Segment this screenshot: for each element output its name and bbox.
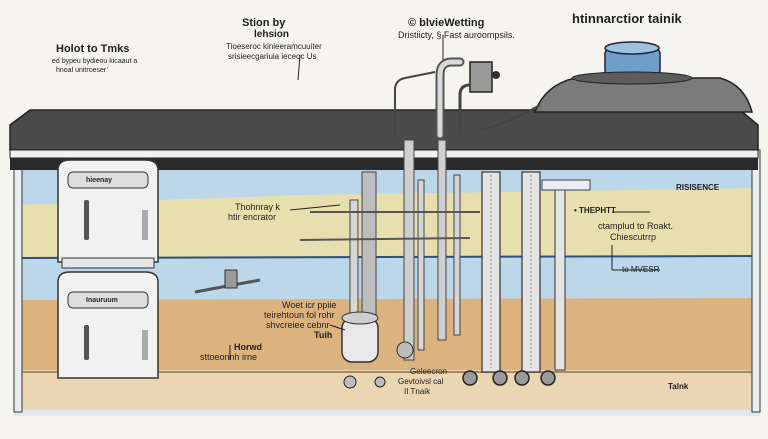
mid-left-label1: Thohnray k [235, 202, 281, 212]
connector-middle [299, 237, 471, 241]
pump-cap [341, 311, 379, 325]
floor-base [14, 410, 760, 416]
heater-bottom-label: Inauruum [86, 297, 118, 304]
risisence-label: RISISENCE [676, 183, 720, 192]
center-top-title2: lehsion [254, 29, 290, 40]
tank-dome [533, 77, 753, 113]
sand-layer [14, 188, 760, 262]
bottom-center-label2: Gevtoivsl cal [398, 377, 444, 386]
filter-cartridge [469, 61, 493, 93]
filter-knob [492, 71, 500, 79]
bottom-left-label1: Horwd [234, 342, 262, 352]
drain-valve-3 [514, 370, 530, 386]
leader-lines [229, 35, 660, 360]
right-mid-sub1: ctamplud to Roakt. [598, 221, 674, 231]
center-mid-label2: teirehtoun fol rohr [264, 310, 335, 320]
drain-valve-1 [462, 370, 478, 386]
bottom-left-label2: sttoeonnh irne [200, 352, 258, 362]
left-wall [13, 149, 23, 413]
right-top-title2: Dristiicty, § Fast auroompsils. [398, 30, 515, 40]
pump-fitting [343, 375, 357, 389]
right-mid-head: • THEPHTT [574, 206, 616, 215]
bottom-center-label3: II Tnaik [404, 387, 431, 396]
center-top-title1: Stion by [242, 17, 286, 29]
top-left-sub2: hnoal unitroeser’ [56, 67, 109, 74]
drain-valve-2 [492, 370, 508, 386]
bottom-center-label1: Geleecron [410, 367, 447, 376]
countertop-underside [10, 158, 758, 170]
bottom-right-label: Talnk [668, 382, 689, 391]
tank-rim [571, 71, 693, 85]
left-valve [224, 269, 238, 289]
right-top-title1: © blvieWetting [408, 17, 485, 29]
shutoff-bracket [541, 179, 591, 191]
center-top-sub1: Tioeseroc kinieeramcuuiter [226, 42, 322, 51]
water-heater-lower [57, 271, 159, 379]
mid-left-label2: htir encrator [228, 212, 277, 222]
center-mid-label3: shvcreiee cebnr [266, 320, 330, 330]
tank-title: htinnarctior tainik [572, 11, 682, 26]
top-left-title: Holot to Tmks [56, 43, 130, 55]
faucet-spout-highlight [437, 59, 463, 138]
top-left-sub1: ed bypeu bydieou kicaaut a [52, 58, 138, 65]
feed-line [394, 71, 436, 135]
pump [341, 317, 379, 363]
heater-top-label: hieenay [86, 177, 113, 184]
center-mid-label4: Tuih [314, 330, 333, 340]
right-low-label: to MVESR [622, 265, 660, 274]
center-mid-label1: Woet icr ppiie [282, 300, 337, 310]
pump-fitting-2 [374, 376, 386, 388]
right-mid-sub2: Chiescutrrp [610, 232, 657, 242]
countertop-edge [9, 149, 759, 159]
countertop [9, 109, 759, 151]
tank-lid [604, 41, 660, 55]
valve-joint [396, 341, 414, 359]
drain-valve-4 [540, 370, 556, 386]
filter-line [458, 83, 471, 135]
water-layer [14, 256, 760, 300]
center-top-sub2: srisieecgariuia ieceoc Us [228, 52, 317, 61]
water-heater-upper [57, 159, 159, 269]
right-wall [751, 149, 761, 413]
tank-feed-line [479, 104, 541, 131]
